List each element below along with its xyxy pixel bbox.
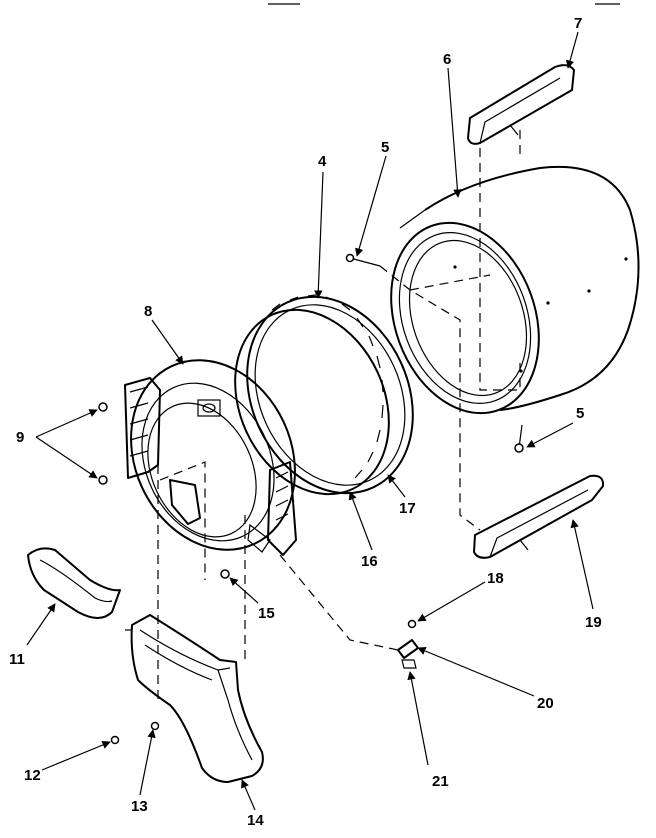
callout-4: 4	[318, 153, 327, 170]
screw-9-lower	[98, 475, 108, 485]
callout-17: 17	[399, 500, 416, 517]
part-16-felt-seal	[234, 308, 390, 496]
callout-6: 6	[443, 51, 451, 68]
callout-12: 12	[24, 767, 41, 784]
callout-8: 8	[144, 303, 152, 320]
part-19-bottom-bracket	[473, 474, 605, 559]
screw-18	[407, 619, 417, 629]
callouts: 4 5 6 7 8 9 5 11 12 13 14 15 16 17 18 19…	[9, 15, 602, 829]
part-7-top-bracket	[467, 64, 575, 145]
screw-9-upper	[98, 402, 108, 412]
callout-19: 19	[585, 614, 602, 631]
part-8-front-bulkhead	[130, 359, 297, 556]
screws	[98, 253, 524, 745]
part-20-clip	[397, 639, 419, 669]
screw-15	[220, 569, 230, 579]
dashed-assembly-lines	[125, 130, 521, 700]
callout-14: 14	[247, 812, 264, 829]
callout-11: 11	[9, 651, 25, 668]
part-14-lint-duct	[130, 614, 264, 783]
callout-20: 20	[537, 695, 554, 712]
callout-9: 9	[16, 429, 24, 446]
callout-5-top: 5	[381, 139, 389, 156]
leader-lines	[26, 31, 594, 811]
part-6-drum	[390, 166, 640, 415]
callout-7: 7	[574, 15, 582, 32]
callout-18: 18	[487, 570, 504, 587]
callout-13: 13	[131, 798, 148, 815]
screw-13	[150, 721, 160, 731]
callout-15: 15	[258, 605, 275, 622]
screw-5-top	[349, 257, 381, 267]
callout-16: 16	[361, 553, 378, 570]
screw-12	[110, 735, 120, 745]
callout-5-bottom: 5	[576, 405, 584, 422]
callout-21: 21	[432, 773, 449, 790]
part-11-bracket	[27, 547, 121, 619]
